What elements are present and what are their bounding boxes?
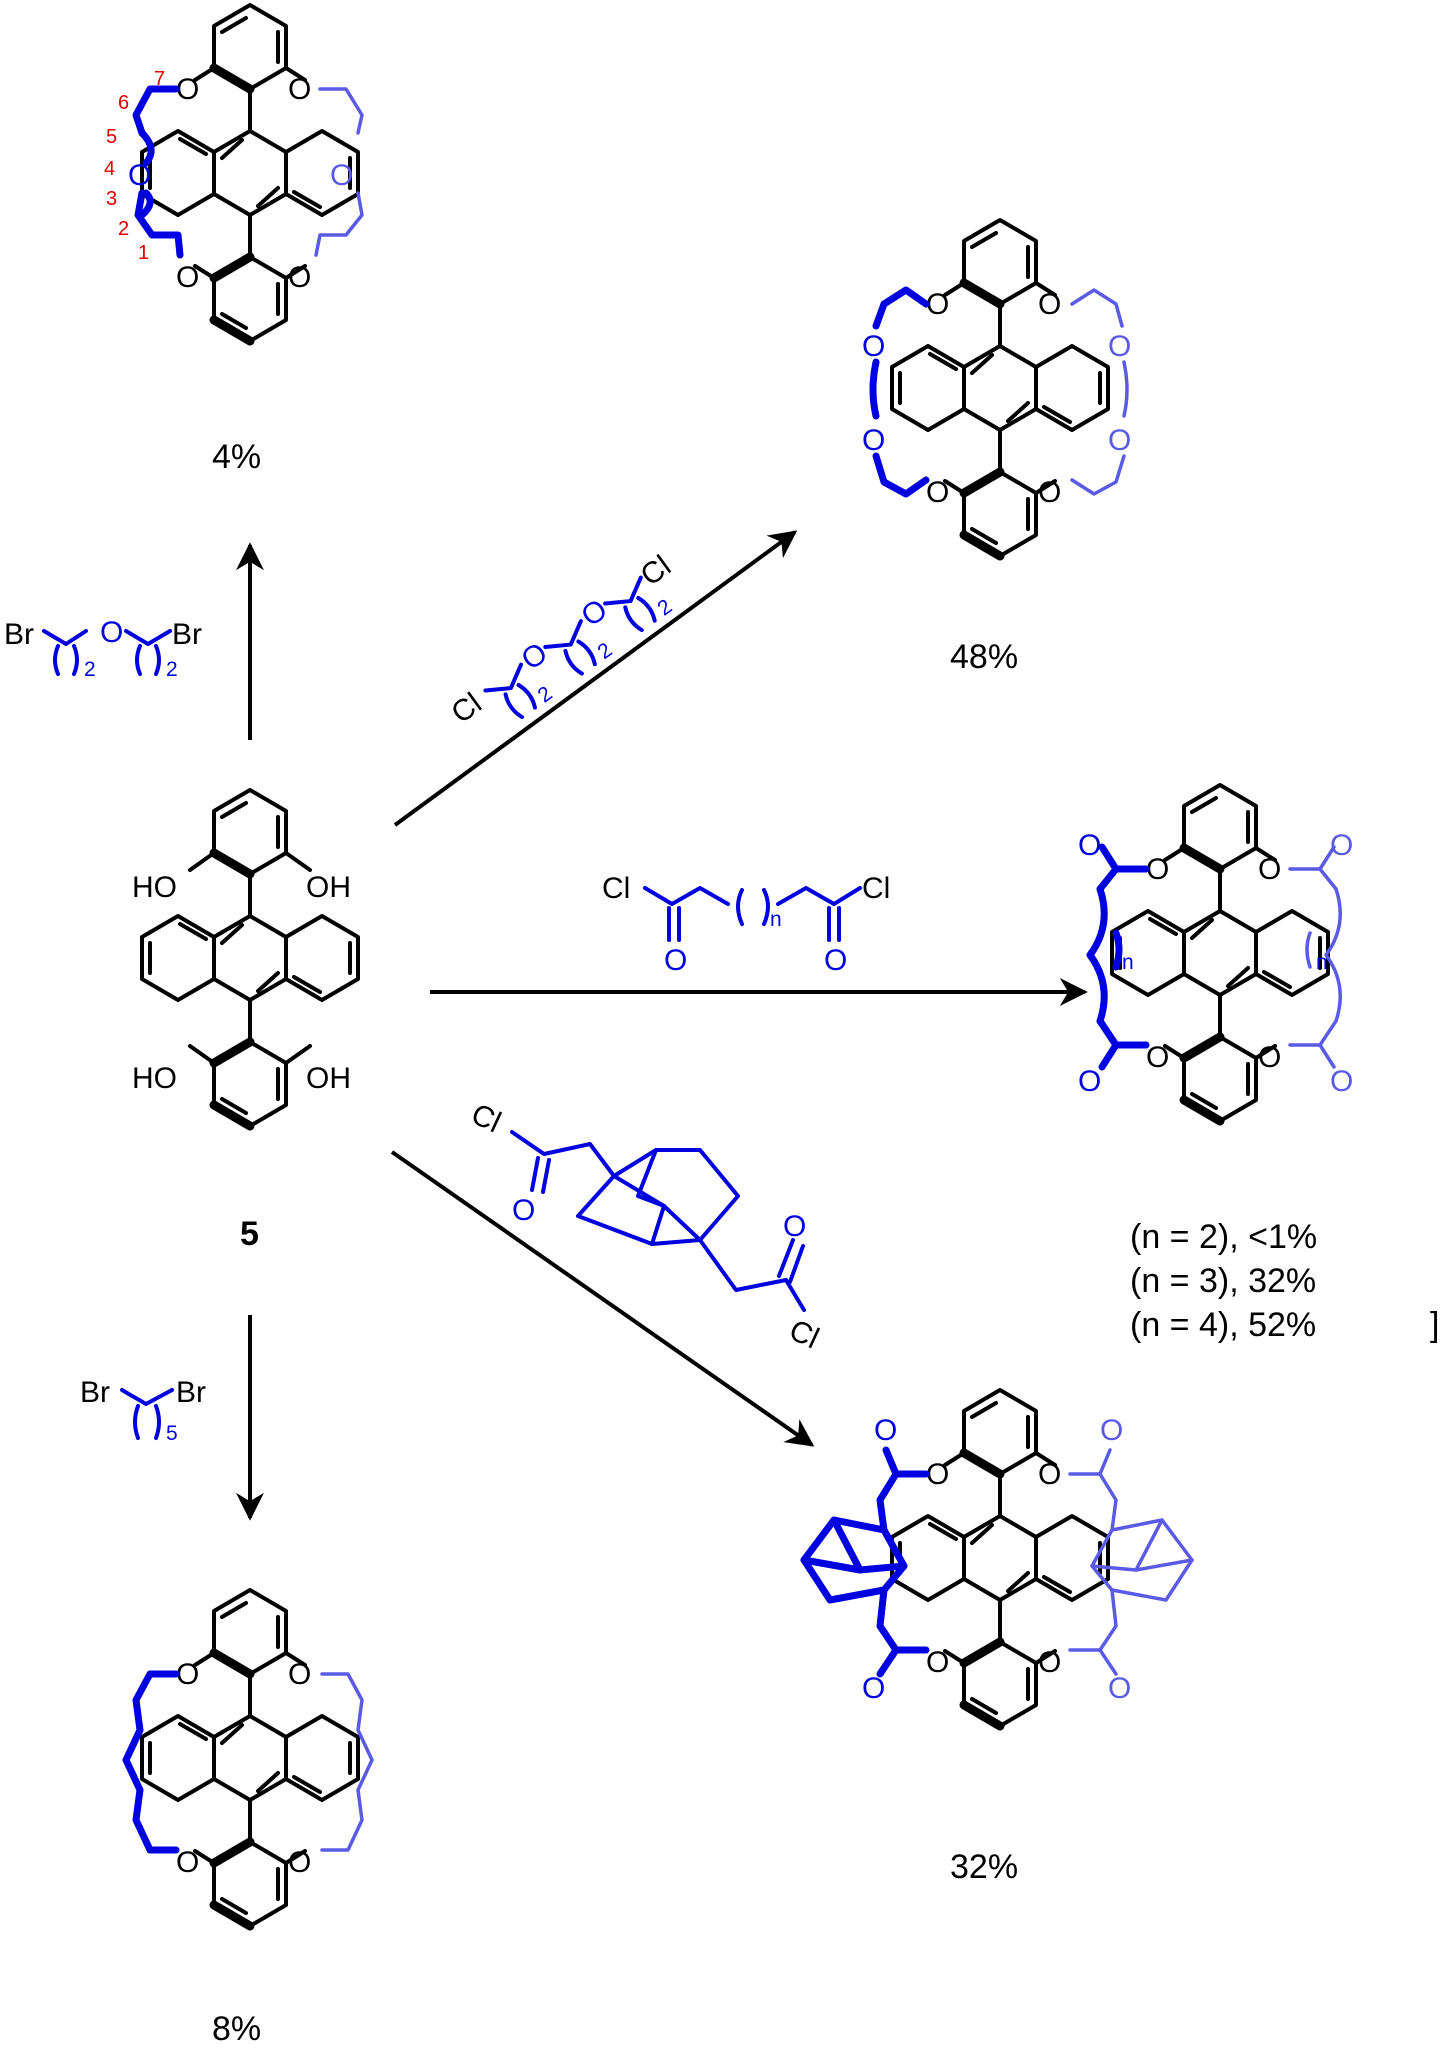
svg-text:O: O bbox=[1146, 853, 1169, 886]
svg-text:O: O bbox=[1078, 1065, 1101, 1098]
hydroxy-label: HO bbox=[132, 871, 177, 904]
compound-5: HO OH HO OH bbox=[132, 790, 358, 1126]
svg-text:O: O bbox=[1108, 1672, 1131, 1705]
svg-text:Cl: Cl bbox=[445, 687, 487, 730]
hydroxy-label: OH bbox=[306, 871, 351, 904]
svg-text:2: 2 bbox=[166, 658, 178, 681]
svg-text:O: O bbox=[1330, 1065, 1353, 1098]
svg-text:O: O bbox=[128, 159, 151, 192]
product-pentane-macrocycle: O O O O bbox=[122, 1590, 374, 1926]
yield-adamantane: 32% bbox=[950, 1848, 1018, 1886]
svg-text:O: O bbox=[1146, 1041, 1169, 1074]
svg-text:O: O bbox=[926, 476, 949, 509]
svg-text:O: O bbox=[288, 1658, 311, 1691]
svg-text:O: O bbox=[515, 636, 553, 676]
svg-text:O: O bbox=[176, 1846, 199, 1879]
svg-text:Cl: Cl bbox=[784, 1314, 824, 1356]
svg-text:2: 2 bbox=[118, 218, 129, 240]
svg-text:(n = 3), 32%: (n = 3), 32% bbox=[1130, 1262, 1316, 1300]
svg-text:n: n bbox=[770, 908, 782, 931]
svg-text:5: 5 bbox=[166, 1422, 178, 1445]
svg-text:O: O bbox=[288, 1846, 311, 1879]
svg-text:6: 6 bbox=[118, 92, 129, 114]
svg-text:O: O bbox=[824, 944, 847, 977]
svg-text:O: O bbox=[862, 1672, 885, 1705]
svg-text:O: O bbox=[862, 424, 885, 457]
svg-text:Cl: Cl bbox=[602, 872, 630, 905]
svg-text:O: O bbox=[1078, 829, 1101, 862]
svg-text:Br: Br bbox=[4, 618, 34, 651]
reagent-diacid-chloride: Cl O n O Cl bbox=[602, 872, 890, 977]
product-ester-macrocycle-right: O O O O O n O O n O bbox=[1078, 785, 1353, 1121]
svg-text:O: O bbox=[1330, 829, 1353, 862]
yield-bottom: 8% bbox=[212, 2010, 261, 2048]
svg-text:2: 2 bbox=[84, 658, 96, 681]
svg-text:O: O bbox=[1038, 1458, 1061, 1491]
svg-text:O: O bbox=[288, 261, 311, 294]
svg-text:O: O bbox=[1108, 330, 1131, 363]
compound-number: 5 bbox=[240, 1215, 259, 1253]
yield-upper-right: 48% bbox=[950, 638, 1018, 676]
svg-text:O: O bbox=[176, 73, 199, 106]
reagent-bis-bromoethyl-ether: Br 2 O 2 Br bbox=[4, 616, 202, 681]
svg-text:3: 3 bbox=[106, 188, 117, 210]
yield-list-ester: (n = 2), <1% (n = 3), 32% (n = 4), 52% ] bbox=[1130, 1218, 1439, 1344]
svg-text:O: O bbox=[512, 1194, 535, 1227]
svg-text:Br: Br bbox=[80, 1376, 110, 1409]
svg-text:O: O bbox=[862, 330, 885, 363]
svg-text:O: O bbox=[1038, 476, 1061, 509]
svg-text:O: O bbox=[176, 261, 199, 294]
hydroxy-label: OH bbox=[306, 1062, 351, 1095]
svg-text:2: 2 bbox=[653, 595, 676, 620]
svg-text:O: O bbox=[288, 73, 311, 106]
svg-text:O: O bbox=[100, 616, 123, 649]
reagent-adamantane-diacetyl-chloride: Cl O O Cl bbox=[466, 1098, 824, 1356]
arrow-lower-right bbox=[390, 1150, 815, 1447]
svg-text:5: 5 bbox=[106, 126, 117, 148]
svg-text:O: O bbox=[1038, 1646, 1061, 1679]
svg-text:Cl: Cl bbox=[466, 1098, 506, 1140]
svg-text:O: O bbox=[1258, 853, 1281, 886]
yield-top: 4% bbox=[212, 438, 261, 476]
svg-text:O: O bbox=[1108, 424, 1131, 457]
product-adamantane-macrocycle: O O O O O O O O bbox=[800, 1390, 1194, 1726]
svg-text:2: 2 bbox=[594, 638, 617, 663]
svg-text:4: 4 bbox=[104, 158, 115, 180]
svg-text:O: O bbox=[783, 1210, 806, 1243]
svg-text:Cl: Cl bbox=[862, 872, 890, 905]
hydroxy-label: HO bbox=[132, 1062, 177, 1095]
svg-text:O: O bbox=[664, 944, 687, 977]
svg-text:Br: Br bbox=[172, 618, 202, 651]
product-crown-ether-upper-right: O O O O O O O O bbox=[862, 220, 1131, 556]
reagent-dibromopentane: Br 5 Br bbox=[80, 1376, 206, 1445]
svg-text:O: O bbox=[330, 159, 353, 192]
svg-text:O: O bbox=[1258, 1041, 1281, 1074]
svg-text:n: n bbox=[1122, 951, 1134, 974]
svg-text:O: O bbox=[926, 1458, 949, 1491]
arrow-upper-right bbox=[393, 530, 798, 827]
svg-text:n: n bbox=[1316, 951, 1328, 974]
svg-text:O: O bbox=[1038, 288, 1061, 321]
svg-text:Br: Br bbox=[176, 1376, 206, 1409]
svg-text:O: O bbox=[926, 288, 949, 321]
svg-text:Cl: Cl bbox=[635, 549, 677, 592]
product-crown-ether-top: O O O O O O 1 2 3 4 5 6 7 bbox=[104, 5, 364, 341]
svg-text:O: O bbox=[176, 1658, 199, 1691]
svg-text:]: ] bbox=[1430, 1306, 1439, 1344]
svg-text:O: O bbox=[926, 1646, 949, 1679]
svg-text:(n = 4), 52%: (n = 4), 52% bbox=[1130, 1306, 1316, 1344]
svg-text:(n = 2), <1%: (n = 2), <1% bbox=[1130, 1218, 1317, 1256]
svg-text:O: O bbox=[575, 593, 613, 633]
svg-text:7: 7 bbox=[154, 68, 165, 90]
svg-text:O: O bbox=[1100, 1414, 1123, 1447]
svg-text:O: O bbox=[874, 1414, 897, 1447]
reagent-bis-chloroethoxy-ethane: Cl 2 O 2 O 2 Cl bbox=[445, 549, 677, 730]
svg-text:1: 1 bbox=[138, 242, 149, 264]
svg-text:2: 2 bbox=[534, 682, 557, 707]
